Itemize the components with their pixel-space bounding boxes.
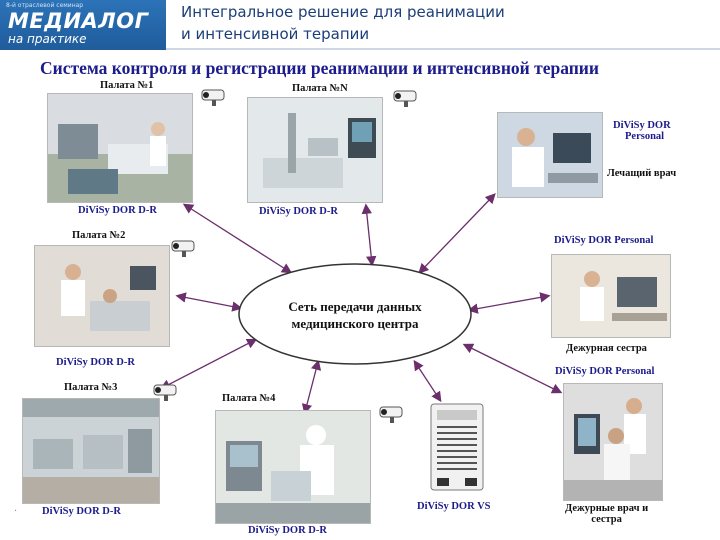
server-unit-drawing bbox=[430, 403, 484, 491]
ward1-camera-icon bbox=[201, 89, 225, 106]
nurse-system: DiViSy DOR Personal bbox=[554, 235, 654, 246]
ward2-label: Палата №2 bbox=[72, 230, 126, 241]
ward4-photo bbox=[215, 410, 371, 524]
ward2-photo-image bbox=[35, 246, 169, 346]
ward2-photo bbox=[34, 245, 170, 347]
wardN-photo bbox=[247, 97, 383, 203]
ward4-camera-icon bbox=[379, 406, 403, 423]
doctor-photo-image bbox=[498, 113, 602, 197]
slide-title-line1: Интегральное решение для реанимации bbox=[181, 3, 505, 21]
staff-system: DiViSy DOR Personal bbox=[555, 366, 655, 377]
ward3-camera-icon bbox=[153, 384, 177, 401]
logo-main-text: МЕДИАЛОГ bbox=[8, 9, 149, 33]
server-unit-image bbox=[427, 402, 487, 494]
diagram-title: Система контроля и регистрации реанимаци… bbox=[40, 58, 599, 78]
wardN-photo-image bbox=[248, 98, 382, 202]
ward3-system: DiViSy DOR D-R bbox=[42, 506, 121, 517]
central-network-label: Сеть передачи данных медицинского центра bbox=[240, 298, 470, 332]
nurse-role: Дежурная сестра bbox=[566, 343, 647, 354]
link-ward3 bbox=[159, 338, 258, 390]
link-ward4 bbox=[301, 359, 322, 415]
ward1-photo-image bbox=[48, 94, 192, 202]
center-line2: медицинского центра bbox=[291, 316, 419, 331]
link-ward2 bbox=[175, 292, 243, 312]
ward4-label: Палата №4 bbox=[222, 393, 276, 404]
wardN-camera-icon bbox=[393, 90, 417, 107]
link-ward1 bbox=[182, 203, 293, 274]
logo-subtitle: 8-й отраслевой семинар bbox=[6, 2, 84, 9]
central-network-ellipse bbox=[238, 263, 472, 365]
slide-title-line2: и интенсивной терапии bbox=[181, 25, 370, 43]
link-server bbox=[413, 359, 442, 403]
wardN-system: DiViSy DOR D-R bbox=[259, 206, 338, 217]
staff-role-line2: сестра bbox=[591, 514, 622, 525]
link-doctor bbox=[418, 193, 496, 274]
ward1-photo bbox=[47, 93, 193, 203]
staff-role-line1: Дежурные врач и bbox=[565, 503, 649, 514]
link-wardN bbox=[361, 203, 377, 267]
ward1-system: DiViSy DOR D-R bbox=[78, 205, 157, 216]
ward3-label: Палата №3 bbox=[64, 382, 118, 393]
ward3-photo bbox=[22, 398, 160, 504]
nurse-photo-image bbox=[552, 255, 670, 337]
center-line1: Сеть передачи данных bbox=[288, 299, 422, 314]
ward4-system: DiViSy DOR D-R bbox=[248, 525, 327, 536]
wardN-label: Палата №N bbox=[292, 83, 348, 94]
header-divider bbox=[166, 48, 720, 50]
doctor-system-line1: DiViSy DOR bbox=[613, 120, 671, 131]
ward3-photo-image bbox=[23, 399, 159, 503]
doctor-photo bbox=[497, 112, 603, 198]
staff-photo-image bbox=[564, 384, 662, 500]
ward2-system: DiViSy DOR D-R bbox=[56, 357, 135, 368]
server-system: DiViSy DOR VS bbox=[417, 501, 491, 512]
decorative-dot: · bbox=[14, 506, 18, 517]
slide-title: Интегральное решение для реанимации и ин… bbox=[181, 1, 505, 45]
staff-photo bbox=[563, 383, 663, 501]
doctor-system-line2: Personal bbox=[625, 131, 665, 142]
slide-header: 8-й отраслевой семинар МЕДИАЛОГ на практ… bbox=[0, 0, 720, 50]
link-nurse bbox=[467, 292, 551, 314]
doctor-role: Лечащий врач bbox=[607, 168, 677, 179]
ward2-camera-icon bbox=[171, 240, 195, 257]
ward1-label: Палата №1 bbox=[100, 80, 154, 91]
nurse-photo bbox=[551, 254, 671, 338]
staff-role: Дежурные врач и сестра bbox=[565, 503, 648, 525]
link-staff bbox=[462, 343, 563, 394]
logo-tagline: на практике bbox=[8, 32, 87, 46]
ward4-photo-image bbox=[216, 411, 370, 523]
medialog-logo: 8-й отраслевой семинар МЕДИАЛОГ на практ… bbox=[0, 0, 166, 50]
doctor-system: DiViSy DOR Personal bbox=[613, 120, 671, 142]
